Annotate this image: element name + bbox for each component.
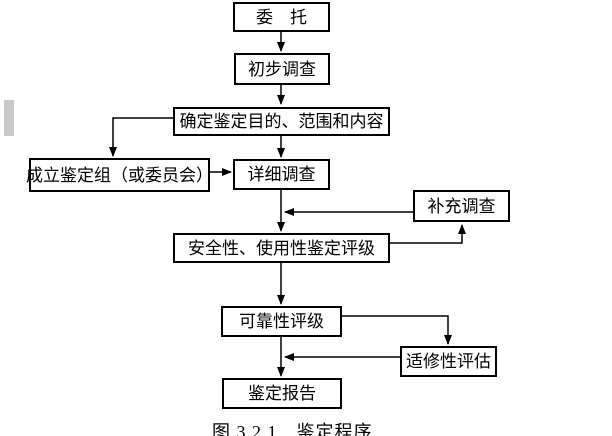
node-safety-serviceability-rating: 安全性、使用性鉴定评级 (173, 233, 390, 263)
node-repairability-assessment: 适修性评估 (400, 346, 497, 377)
node-detailed-survey-label: 详细调查 (247, 165, 316, 184)
node-repairability-assessment-label: 适修性评估 (406, 352, 491, 371)
node-determine-scope: 确定鉴定目的、范围和内容 (173, 107, 390, 136)
node-appraisal-group: 成立鉴定组（或委员会） (26, 158, 213, 192)
node-appraisal-group-label: 成立鉴定组（或委员会） (26, 165, 213, 185)
node-preliminary-survey: 初步调查 (234, 53, 330, 85)
node-appraisal-report: 鉴定报告 (222, 378, 342, 409)
node-safety-serviceability-rating-label: 安全性、使用性鉴定评级 (188, 238, 375, 258)
edge-reliability-repair (342, 315, 452, 345)
node-entrust-label: 委 托 (256, 7, 307, 27)
node-supplementary-survey-label: 补充调查 (427, 196, 496, 216)
node-supplementary-survey: 补充调查 (413, 190, 510, 222)
page-margin-marker (4, 100, 14, 136)
node-appraisal-report-label: 鉴定报告 (248, 384, 316, 403)
node-reliability-rating: 可靠性评级 (221, 306, 342, 337)
node-detailed-survey: 详细调查 (233, 159, 330, 190)
edge-safety-supplement (390, 224, 466, 244)
node-reliability-rating-label: 可靠性评级 (239, 312, 324, 331)
node-preliminary-survey-label: 初步调查 (248, 59, 316, 79)
node-determine-scope-label: 确定鉴定目的、范围和内容 (179, 112, 384, 131)
node-entrust: 委 托 (233, 2, 330, 32)
figure-caption: 图 3.2.1 鉴定程序 (212, 422, 373, 436)
edge-determine-group (109, 117, 173, 157)
